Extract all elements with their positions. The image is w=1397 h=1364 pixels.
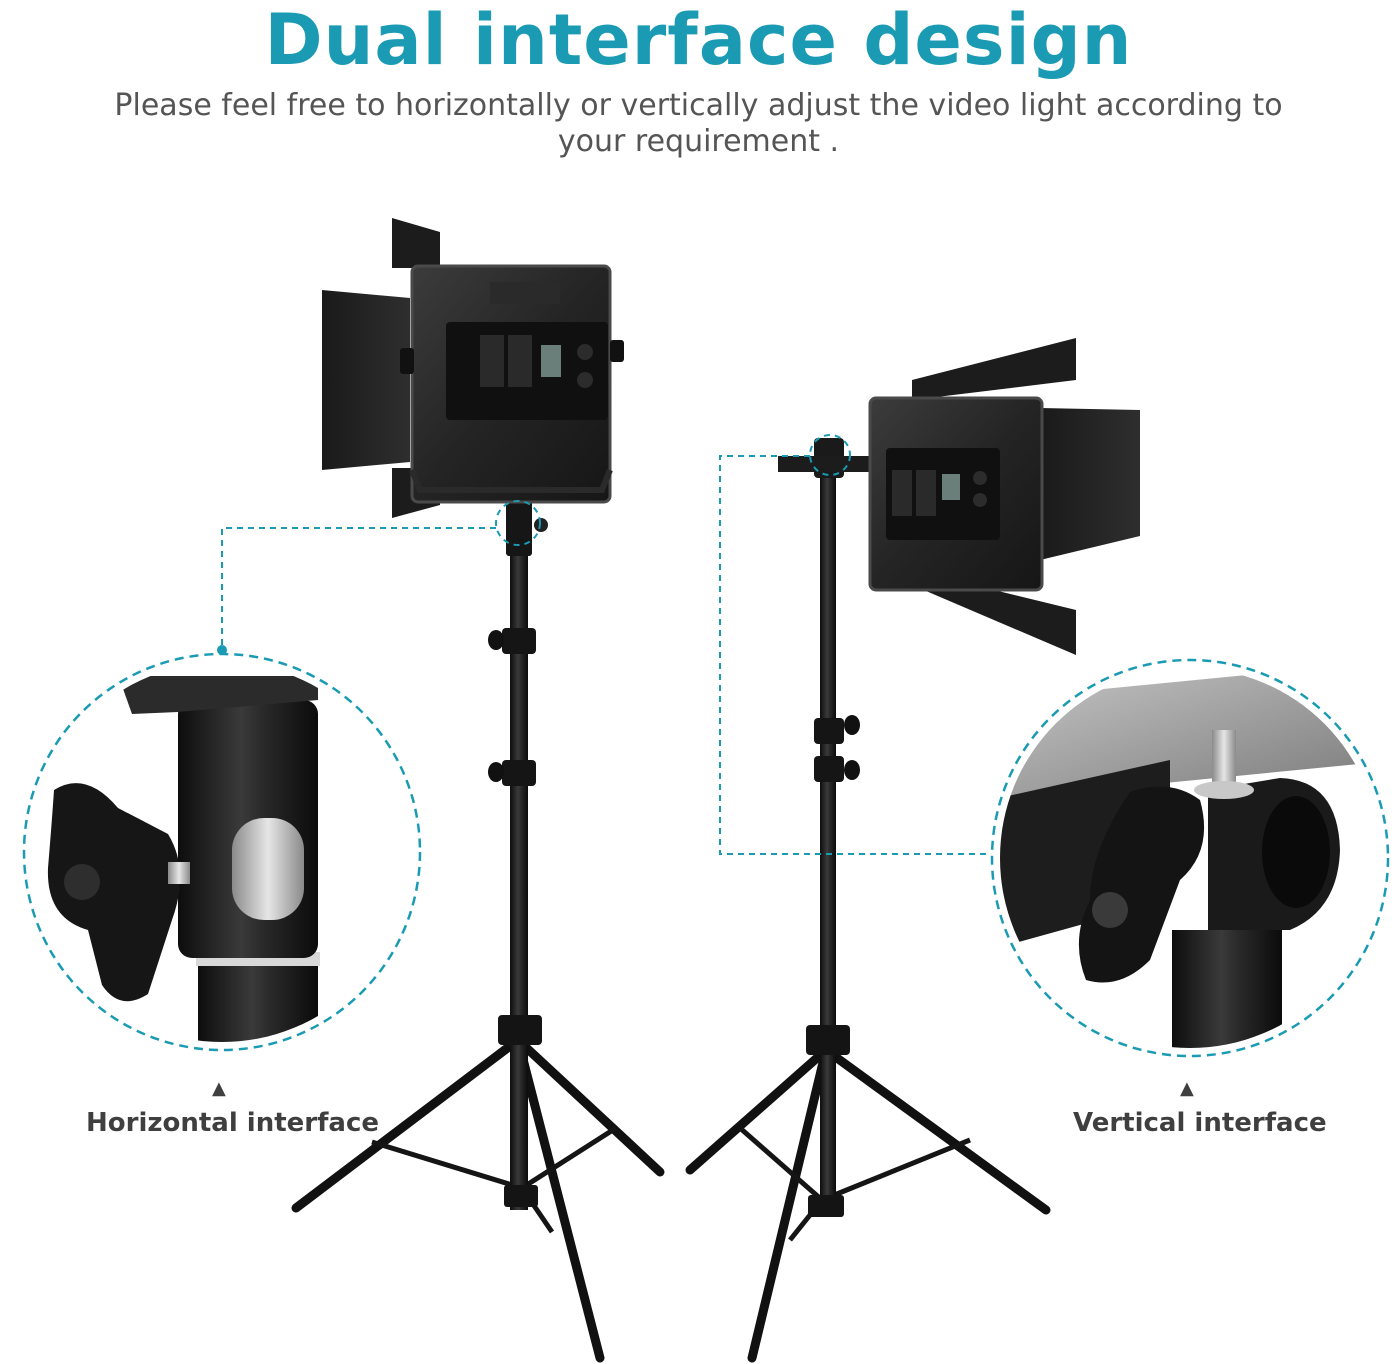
left-callout-marker: ▲ bbox=[212, 1078, 226, 1099]
page-subtitle: Please feel free to horizontally or vert… bbox=[114, 88, 1283, 159]
right-light-stand bbox=[685, 338, 1140, 1363]
page-title: Dual interface design bbox=[264, 0, 1133, 81]
vertical-interface-label: Vertical interface bbox=[1073, 1108, 1327, 1138]
vertical-interface-detail bbox=[990, 658, 1390, 1058]
horizontal-interface-label: Horizontal interface bbox=[86, 1108, 380, 1138]
connector-dot bbox=[217, 645, 227, 655]
callout-connectors bbox=[221, 434, 990, 855]
left-light-stand bbox=[291, 218, 665, 1363]
horizontal-interface-detail bbox=[22, 652, 422, 1052]
right-callout-marker: ▲ bbox=[1180, 1078, 1194, 1099]
